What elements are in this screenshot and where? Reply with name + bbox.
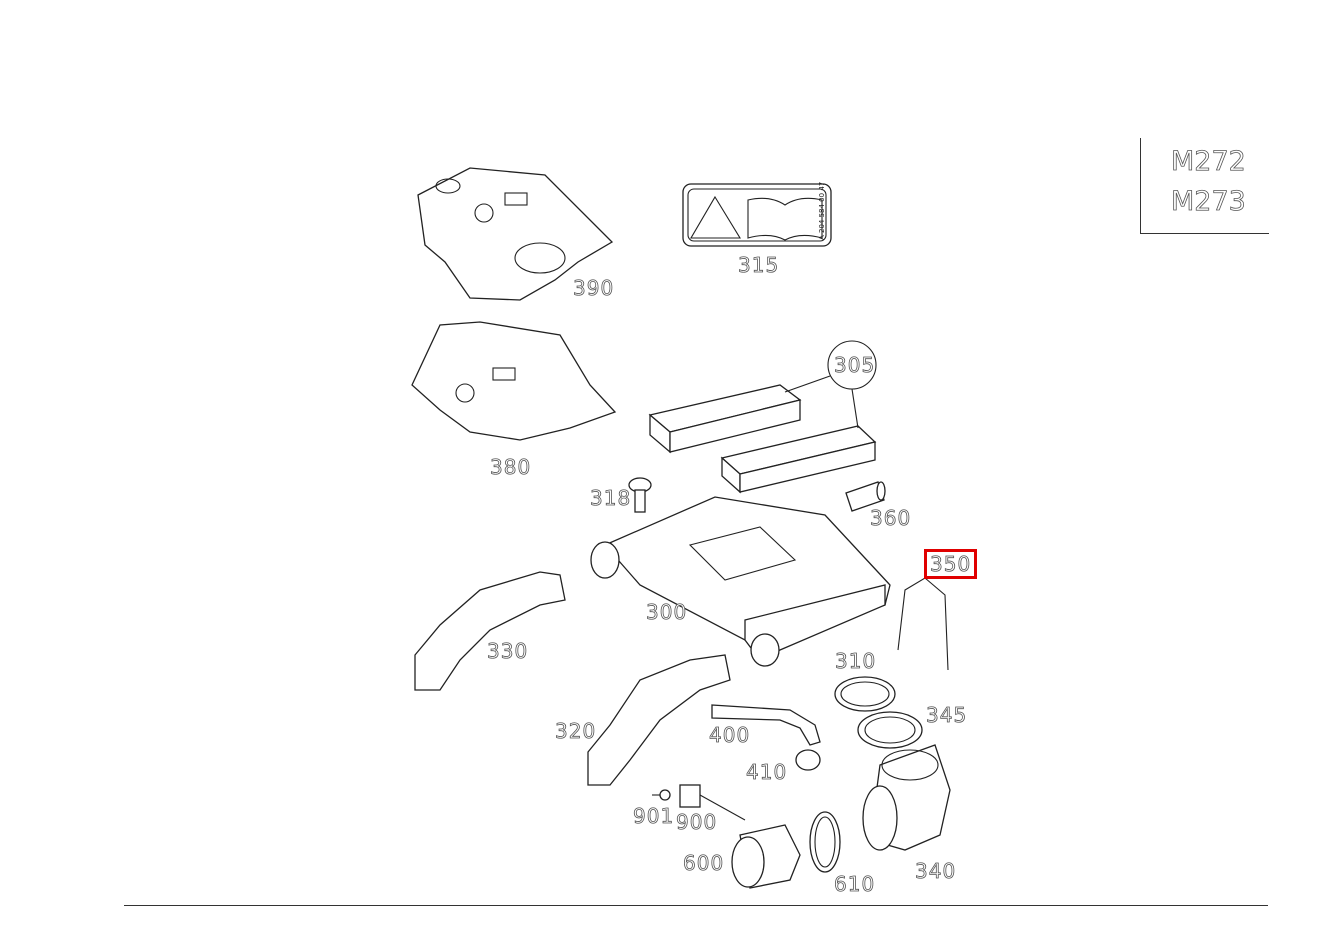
part-340-elbow[interactable] [862,744,951,851]
part-400-hose[interactable] [711,704,821,746]
label-390[interactable]: 390 [573,276,615,300]
part-380-engine-cover[interactable] [411,321,617,441]
part-300-air-filter-housing[interactable] [590,496,891,667]
part-330-intake-duct[interactable] [414,571,566,691]
part-410-clamp[interactable] [795,749,821,771]
part-600-mass-air-flow-sensor[interactable] [731,824,801,889]
part-318-screw[interactable] [628,477,652,513]
part-350-bracket[interactable] [897,577,949,671]
part-390-engine-cover[interactable] [417,167,614,301]
label-901[interactable]: 901 [633,804,675,828]
label-320[interactable]: 320 [555,719,597,743]
bottom-divider [124,905,1268,906]
part-901-sensor-pin[interactable] [652,789,671,801]
model-code-2: M273 [1171,186,1247,218]
label-318[interactable]: 318 [590,486,632,510]
part-305-air-filters[interactable] [648,340,877,494]
sticker-code: A 204 584 00 47 [818,182,826,240]
label-340[interactable]: 340 [915,859,957,883]
part-345-ring[interactable] [857,711,923,749]
part-900-sensor[interactable] [679,784,746,821]
label-600[interactable]: 600 [683,851,725,875]
label-310[interactable]: 310 [835,649,877,673]
label-360[interactable]: 360 [870,506,912,530]
part-315-warning-sticker[interactable]: A 204 584 00 47 [682,182,832,247]
model-code-box: M272 M273 [1140,138,1269,234]
part-310-seal-ring[interactable] [834,676,896,712]
label-315[interactable]: 315 [738,253,780,277]
model-code-1: M272 [1171,146,1247,178]
part-360-sleeve[interactable] [845,481,886,512]
label-610[interactable]: 610 [834,872,876,896]
label-305[interactable]: 305 [834,353,876,377]
label-410[interactable]: 410 [746,760,788,784]
label-900[interactable]: 900 [676,810,718,834]
label-345[interactable]: 345 [926,703,968,727]
label-330[interactable]: 330 [487,639,529,663]
part-610-ring[interactable] [809,811,841,873]
part-320-intake-duct[interactable] [587,654,731,786]
label-400[interactable]: 400 [709,723,751,747]
label-300[interactable]: 300 [646,600,688,624]
label-350-highlighted[interactable]: 350 [923,549,978,579]
label-380[interactable]: 380 [490,455,532,479]
